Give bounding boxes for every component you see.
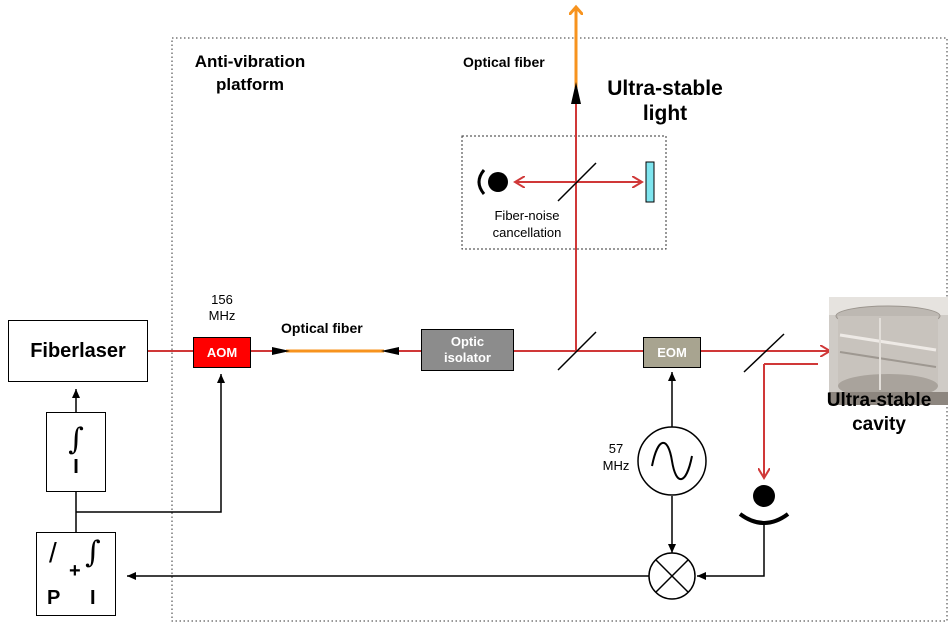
cavity-detector-lens xyxy=(740,514,788,523)
fnc-label: Fiber-noise cancellation xyxy=(472,207,582,241)
isolator-label-1: Optic xyxy=(451,334,484,350)
pi-controller-box: / P + ∫ I xyxy=(36,532,116,616)
isolator-label-2: isolator xyxy=(444,350,491,366)
osc-freq-value: 57 xyxy=(596,440,636,457)
integrator-letter: I xyxy=(73,455,79,479)
ultra-light-label-2: light xyxy=(590,101,740,126)
i-integral-icon: ∫ xyxy=(85,535,101,570)
cavity-label-1: Ultra-stable xyxy=(810,389,948,413)
integral-icon: ∫ xyxy=(68,425,84,455)
output-fiber-label: Optical fiber xyxy=(463,54,545,70)
wire-detector-mixer xyxy=(697,524,764,576)
fnc-mirror xyxy=(646,162,654,202)
i-letter: I xyxy=(90,587,96,610)
platform-label-2: platform xyxy=(180,73,320,96)
fiberlaser-box: Fiberlaser xyxy=(8,320,148,382)
fnc-label-2: cancellation xyxy=(472,224,582,241)
ultra-light-label-1: Ultra-stable xyxy=(590,76,740,101)
isolator-box: Optic isolator xyxy=(421,329,514,371)
fiber-coupler-right xyxy=(381,347,399,355)
oscillator-frequency: 57 MHz xyxy=(596,440,636,474)
p-letter: P xyxy=(47,587,60,610)
eom-label: EOM xyxy=(657,345,687,360)
platform-label-1: Anti-vibration xyxy=(180,50,320,73)
fnc-detector-lens xyxy=(479,170,484,194)
aom-freq-unit: MHz xyxy=(196,308,248,324)
integrator-box: ∫ I xyxy=(46,412,106,492)
cavity-photodetector-icon xyxy=(753,485,775,507)
eom-box: EOM xyxy=(643,337,701,368)
aom-box: AOM xyxy=(193,337,251,368)
fiberlaser-label: Fiberlaser xyxy=(30,340,126,363)
plus-sign: + xyxy=(69,560,81,583)
aom-frequency: 156 MHz xyxy=(196,292,248,324)
fiber-label: Optical fiber xyxy=(281,320,363,336)
output-fiber-coupler xyxy=(571,82,581,104)
aom-freq-value: 156 xyxy=(196,292,248,308)
aom-label: AOM xyxy=(207,345,237,360)
p-slope-icon: / xyxy=(49,537,57,569)
fiber-coupler-left xyxy=(272,347,290,355)
cavity-label-2: cavity xyxy=(810,413,948,437)
fnc-photodetector-icon xyxy=(488,172,508,192)
platform-label: Anti-vibration platform xyxy=(180,50,320,96)
fnc-label-1: Fiber-noise xyxy=(472,207,582,224)
cavity-label: Ultra-stable cavity xyxy=(810,389,948,437)
osc-freq-unit: MHz xyxy=(596,457,636,474)
ultra-light-label: Ultra-stable light xyxy=(590,76,740,126)
